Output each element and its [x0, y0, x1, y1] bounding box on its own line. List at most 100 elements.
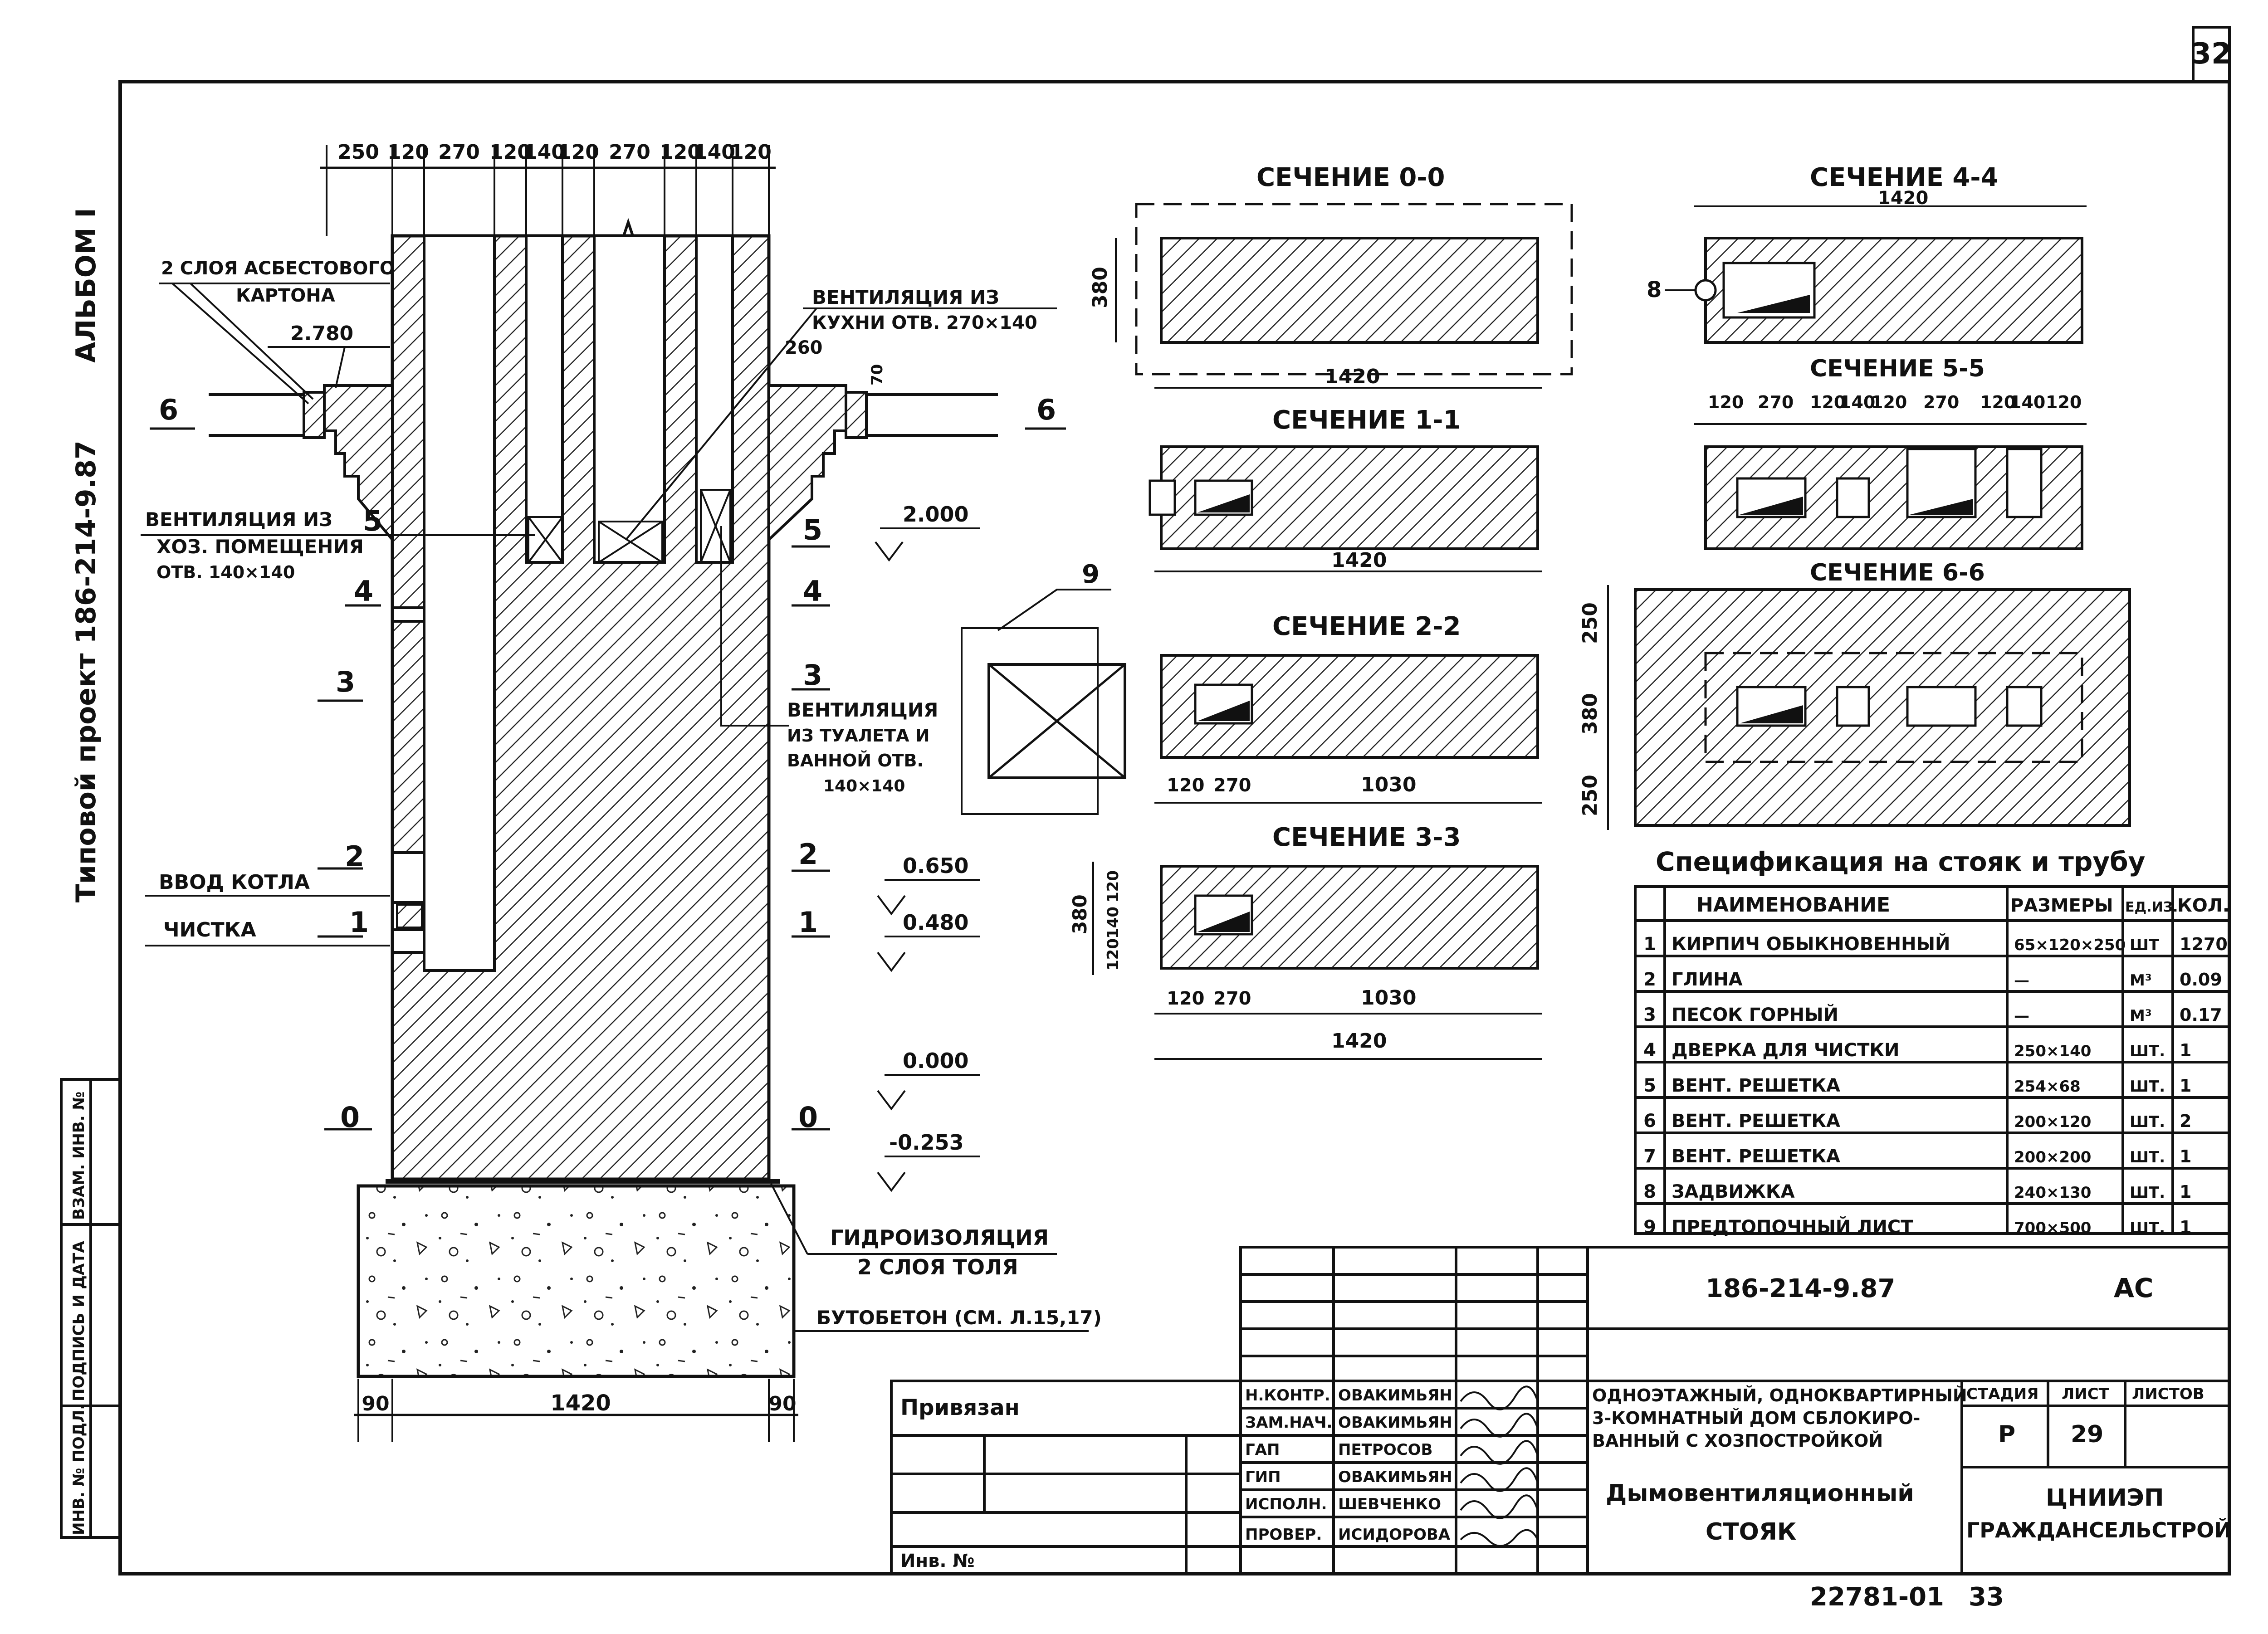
- name-3: ПЕТРОСОВ: [1338, 1441, 1432, 1459]
- toilet-vent-channel: [695, 234, 734, 564]
- spec-cell: 200×120: [2014, 1113, 2091, 1131]
- name-6: ИСИДОРОВА: [1338, 1526, 1451, 1544]
- name-1: ОВАКИМЬЯН: [1338, 1386, 1452, 1405]
- section-0-0-title: СЕЧЕНИЕ 0-0: [1256, 163, 1445, 192]
- section-5-5-dim-1: 120: [1708, 392, 1744, 412]
- dim-70: 70: [868, 364, 886, 385]
- section-3-3-vdim-3: 140: [1104, 907, 1122, 939]
- section-5-5-dim-8: 140: [2009, 392, 2045, 412]
- spec-cell: 8: [1643, 1181, 1656, 1202]
- role-1: Н.КОНТР.: [1245, 1386, 1330, 1405]
- spec-cell: ДВЕРКА ДЛЯ ЧИСТКИ: [1672, 1040, 1900, 1061]
- spec-cell: ПЕСОК ГОРНЫЙ: [1672, 1004, 1838, 1025]
- waterproof-2: 2 СЛОЯ ТОЛЯ: [857, 1255, 1018, 1279]
- spec-cell: М³: [2130, 1007, 2152, 1025]
- title-block: 186-214-9.87 АС Привязан Инв. № Н.КОНТР.…: [890, 1246, 2232, 1612]
- foundation: [357, 1184, 796, 1378]
- spec-cell: 200×200: [2014, 1148, 2091, 1166]
- spec-cell: 1: [2180, 1146, 2191, 1166]
- spec-header-name: НАИМЕНОВАНИЕ: [1696, 893, 1890, 917]
- section-5-5-dim-3: 120: [1810, 392, 1846, 412]
- sec-mark-6-left: 6: [159, 393, 178, 426]
- spec-cell: ВЕНТ. РЕШЕТКА: [1672, 1111, 1840, 1132]
- role-4: ГИП: [1245, 1468, 1281, 1486]
- top-dim-7: 270: [609, 141, 650, 164]
- stage-header: СТАДИЯ: [1966, 1385, 2038, 1403]
- section-3-3-dim-2: 270: [1213, 988, 1251, 1009]
- top-dim-9: 140: [694, 141, 735, 164]
- drawing-name-1: Дымовентиляционный: [1606, 1480, 1914, 1507]
- spec-cell: ШТ.: [2130, 1148, 2165, 1166]
- org-2: ГРАЖДАНСЕЛЬСТРОЙ: [1966, 1518, 2232, 1542]
- spec-cell: ГЛИНА: [1672, 969, 1743, 990]
- spec-cell: 700×500: [2014, 1219, 2091, 1237]
- utility-vent-1: ВЕНТИЛЯЦИЯ ИЗ: [145, 508, 332, 531]
- toilet-vent-4: 140×140: [823, 777, 905, 795]
- spec-header-size: РАЗМЕРЫ: [2010, 895, 2113, 916]
- name-2: ОВАКИМЬЯН: [1338, 1414, 1452, 1432]
- section-4-4-width: 1420: [1878, 188, 1928, 209]
- kitchen-vent-1: ВЕНТИЛЯЦИЯ ИЗ: [812, 286, 999, 308]
- section-4-4-title: СЕЧЕНИЕ 4-4: [1810, 163, 1999, 192]
- section-6-6-vdim-3: 250: [1579, 775, 1602, 816]
- cleaning-label: ЧИСТКА: [163, 918, 256, 941]
- spec-cell: 1: [2180, 1217, 2191, 1237]
- sheets-header: ЛИСТОВ: [2132, 1385, 2204, 1403]
- section-5-5-dim-2: 270: [1758, 392, 1794, 412]
- project-label: Типовой проект 186-214-9.87: [70, 440, 102, 902]
- spec-cell: 1: [2180, 1040, 2191, 1060]
- sec-mark-1-left: 1: [349, 906, 369, 939]
- role-6: ПРОВЕР.: [1245, 1526, 1322, 1544]
- bottom-dim-1: 90: [362, 1392, 389, 1415]
- bottom-dim-3: 90: [768, 1392, 796, 1415]
- kitchen-vent-2: КУХНИ ОТВ. 270×140: [812, 312, 1037, 333]
- spec-cell: 1270: [2180, 934, 2228, 954]
- side-stamp-col-2: ПОДПИСЬ И ДАТА: [70, 1241, 88, 1401]
- top-dim-3: 270: [438, 141, 480, 164]
- section-6-6-vdim-2: 380: [1579, 693, 1602, 735]
- section-6-6: СЕЧЕНИЕ 6-6 250 380 250: [1579, 559, 2131, 830]
- utility-vent-channel: [525, 234, 564, 564]
- section-6-6-title: СЕЧЕНИЕ 6-6: [1810, 559, 1985, 586]
- section-2-2-dim-1: 120: [1167, 775, 1205, 796]
- section-1-1-width: 1420: [1331, 549, 1387, 572]
- waterproof-1: ГИДРОИЗОЛЯЦИЯ: [830, 1225, 1049, 1250]
- asbestos-label-2: КАРТОНА: [236, 285, 335, 306]
- toilet-vent-1: ВЕНТИЛЯЦИЯ: [787, 699, 938, 721]
- spec-header-unit: ЕД.ИЗ.: [2125, 899, 2178, 915]
- sec-mark-3-right: 3: [803, 658, 822, 692]
- top-dim-6: 120: [557, 141, 599, 164]
- spec-cell: ПРЕДТОПОЧНЫЙ ЛИСТ: [1672, 1216, 1913, 1238]
- tied-label: Привязан: [900, 1395, 1020, 1420]
- kitchen-vent-channel: [593, 234, 666, 564]
- spec-cell: ШТ.: [2130, 1219, 2165, 1237]
- top-dim-10: 120: [730, 141, 772, 164]
- inv-label: Инв. №: [900, 1551, 975, 1571]
- spec-cell: ШТ.: [2130, 1113, 2165, 1131]
- toilet-vent-3: ВАННОЙ ОТВ.: [787, 751, 924, 771]
- sec-mark-4-right: 4: [803, 575, 822, 608]
- section-2-2-callout: 9: [1082, 560, 1100, 589]
- footer-number: 22781-01: [1810, 1582, 1944, 1612]
- desc-2: 3-КОМНАТНЫЙ ДОМ СБЛОКИРО-: [1592, 1408, 1920, 1428]
- spec-cell: 2: [1643, 969, 1656, 990]
- drawing-name-2: СТОЯК: [1706, 1518, 1796, 1546]
- section-3-3-vdim-2: 120: [1104, 938, 1122, 971]
- signatures: [1460, 1385, 1539, 1547]
- spec-cell: 5: [1643, 1075, 1656, 1096]
- spec-cell: М³: [2130, 971, 2152, 990]
- level-2780: 2.780: [290, 322, 353, 345]
- level-2000: 2.000: [903, 502, 969, 527]
- level-0000: 0.000: [903, 1049, 969, 1073]
- name-5: ШЕВЧЕНКО: [1338, 1495, 1441, 1513]
- section-4-4-callout: 8: [1647, 277, 1662, 302]
- rubble-concrete: БУТОБЕТОН (СМ. Л.15,17): [816, 1307, 1102, 1329]
- sec-mark-1-right: 1: [798, 906, 818, 939]
- stack-elevation: 250 120 270 120 140 120 270 120 140 120: [141, 141, 1102, 1442]
- spec-cell: ВЕНТ. РЕШЕТКА: [1672, 1146, 1840, 1167]
- section-5-5-dim-6: 270: [1923, 392, 1959, 412]
- spec-cell: 1: [1643, 934, 1656, 955]
- spec-cell: ЗАДВИЖКА: [1672, 1181, 1795, 1202]
